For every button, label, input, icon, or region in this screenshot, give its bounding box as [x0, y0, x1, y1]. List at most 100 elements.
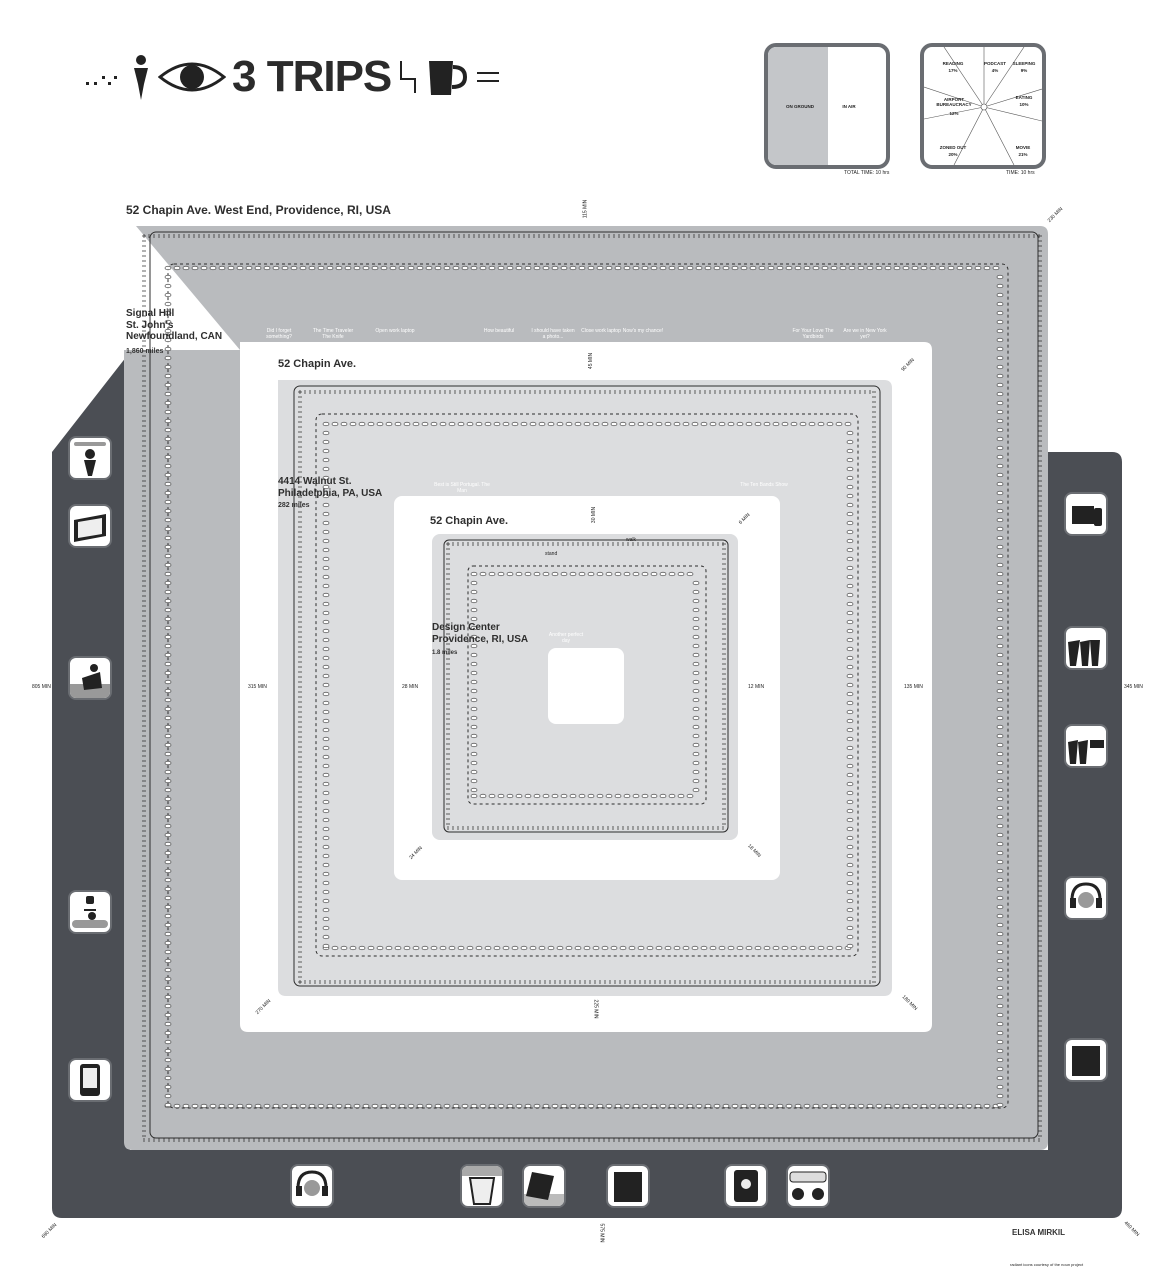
track-bead — [506, 1103, 514, 1109]
track-bead — [470, 787, 478, 793]
track-bead — [846, 835, 854, 841]
track-bead — [470, 742, 478, 748]
track-bead — [846, 880, 854, 886]
track-bead — [996, 1093, 1004, 1099]
track-bead — [322, 439, 330, 445]
track-bead — [996, 715, 1004, 721]
track-bead — [846, 619, 854, 625]
track-bead — [322, 421, 330, 427]
thought-outer-7: Now's my chance! — [622, 328, 664, 334]
track-bead — [569, 571, 577, 577]
track-bead — [996, 841, 1004, 847]
track-bead — [164, 796, 172, 802]
track-bead — [727, 945, 735, 951]
track-bead — [956, 265, 964, 271]
track-bead — [322, 493, 330, 499]
track-bead — [996, 976, 1004, 982]
track-bead — [692, 589, 700, 595]
track-bead — [164, 1102, 172, 1108]
activity-legend: READING 17% PODCAST 4% SLEEPING 9% AIRPO… — [920, 43, 1046, 169]
track-bead — [974, 1103, 982, 1109]
track-bead — [470, 634, 478, 640]
track-bead — [236, 265, 244, 271]
track-bead — [996, 796, 1004, 802]
tick-30: 30 MIN — [591, 506, 598, 524]
track-bead — [511, 421, 519, 427]
track-bead — [452, 265, 460, 271]
track-bead — [470, 652, 478, 658]
track-bead — [164, 994, 172, 1000]
drink-person-icon — [460, 1164, 504, 1208]
track-bead — [911, 1103, 919, 1109]
track-bead — [164, 580, 172, 586]
track-bead — [533, 571, 541, 577]
track-bead — [164, 454, 172, 460]
track-bead — [718, 945, 726, 951]
track-bead — [846, 457, 854, 463]
track-bead — [164, 616, 172, 622]
thought-outer-9: Are we in New York yet? — [843, 328, 887, 340]
track-bead — [520, 421, 528, 427]
movie-pct: 21% — [1018, 152, 1028, 157]
thought-outer-3: Open work laptop — [375, 328, 415, 334]
track-bead — [164, 346, 172, 352]
book-black-icon — [1064, 1038, 1108, 1082]
track-bead — [650, 265, 658, 271]
track-bead — [191, 1103, 199, 1109]
track-bead — [164, 868, 172, 874]
track-bead — [470, 715, 478, 721]
track-bead — [245, 1103, 253, 1109]
track-bead — [164, 1021, 172, 1027]
track-bead — [846, 826, 854, 832]
track-bead — [322, 799, 330, 805]
track-bead — [996, 328, 1004, 334]
track-bead — [781, 421, 789, 427]
track-bead — [470, 733, 478, 739]
track-bead — [846, 538, 854, 544]
tick-805: 805 MIN — [32, 684, 51, 690]
track-bead — [164, 265, 172, 271]
track-bead — [308, 265, 316, 271]
track-bead — [322, 826, 330, 832]
track-bead — [996, 769, 1004, 775]
track-bead — [164, 661, 172, 667]
track-bead — [412, 421, 420, 427]
track-bead — [692, 733, 700, 739]
track-bead — [380, 265, 388, 271]
track-bead — [632, 793, 640, 799]
track-bead — [164, 292, 172, 298]
track-bead — [164, 886, 172, 892]
track-bead — [763, 421, 771, 427]
thought-outer-4: How beautiful — [483, 328, 515, 334]
track-bead — [740, 1103, 748, 1109]
track-bead — [996, 427, 1004, 433]
zoned-pct: 20% — [948, 152, 958, 157]
track-bead — [164, 1075, 172, 1081]
track-bead — [646, 421, 654, 427]
track-bead — [692, 688, 700, 694]
track-bead — [164, 508, 172, 514]
track-bead — [371, 1103, 379, 1109]
track-bead — [164, 949, 172, 955]
crowd-icon — [1064, 626, 1108, 670]
track-bead — [470, 724, 478, 730]
track-bead — [736, 945, 744, 951]
track-bead — [376, 421, 384, 427]
track-bead — [164, 778, 172, 784]
track-bead — [551, 571, 559, 577]
track-bead — [619, 421, 627, 427]
track-bead — [846, 637, 854, 643]
track-bead — [209, 265, 217, 271]
thought-outer-2: The Time Traveler The Knife — [312, 328, 354, 340]
track-bead — [515, 265, 523, 271]
track-bead — [479, 1103, 487, 1109]
track-bead — [164, 607, 172, 613]
track-bead — [344, 265, 352, 271]
track-bead — [996, 697, 1004, 703]
ground-label: ON GROUND — [786, 104, 814, 109]
track-bead — [164, 589, 172, 595]
track-bead — [996, 931, 1004, 937]
track-bead — [846, 907, 854, 913]
title-row: 3 TRIPS — [84, 52, 501, 102]
track-bead — [996, 400, 1004, 406]
